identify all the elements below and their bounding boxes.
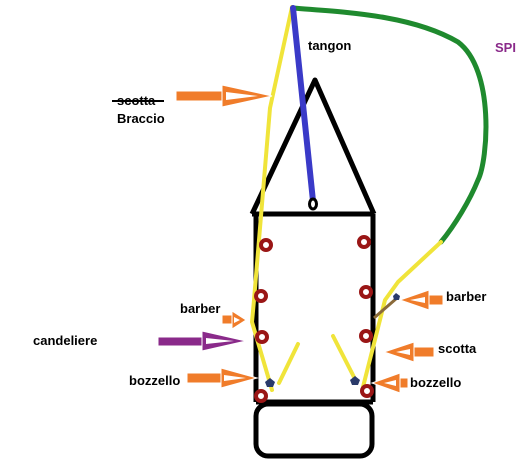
fitting-right-2: [359, 285, 373, 299]
arrow-bozzello-right: [370, 372, 409, 394]
label-bozzello-right: bozzello: [410, 375, 461, 390]
label-candeliere: candeliere: [33, 333, 97, 348]
label-spi: SPI: [495, 40, 516, 55]
arrows: [157, 84, 444, 394]
braccio-line: [250, 5, 294, 392]
fitting-right-1: [357, 235, 371, 249]
label-scotta-right: scotta: [438, 341, 477, 356]
block-right: [350, 376, 360, 385]
label-bozzello-left: bozzello: [129, 373, 180, 388]
scotta-line-right: [361, 240, 443, 389]
block-left: [265, 378, 275, 387]
label-braccio: Braccio: [117, 111, 165, 126]
arrow-barber-left: [221, 310, 247, 330]
boat-hull: [249, 77, 377, 459]
arrow-bozzello-left: [186, 367, 259, 389]
sheet-lead-left: [277, 342, 300, 385]
hull-bow: [249, 77, 377, 216]
spi-line: [290, 5, 489, 245]
label-tangon: tangon: [308, 38, 351, 53]
tangon-pole: [290, 5, 316, 204]
fitting-left-3: [255, 330, 269, 344]
arrow-candeliere: [157, 330, 247, 352]
sheet-lead-right: [331, 334, 358, 383]
barber-strop-right: [373, 296, 398, 320]
arrow-braccio: [175, 84, 273, 108]
fitting-left-1: [259, 238, 273, 252]
deck-fittings: [254, 235, 374, 403]
label-barber-right: barber: [446, 289, 486, 304]
fitting-left-4: [254, 389, 268, 403]
fitting-right-4: [360, 384, 374, 398]
fitting-left-2: [254, 289, 268, 303]
pole-mast-fitting: [308, 197, 318, 211]
arrow-barber-right: [398, 289, 444, 311]
block-barber-right: [393, 293, 400, 300]
blocks: [265, 293, 400, 387]
cockpit-outline: [253, 401, 375, 459]
arrow-scotta-right: [382, 341, 435, 363]
sheets: [250, 5, 443, 392]
fitting-right-3: [359, 329, 373, 343]
label-barber-left: barber: [180, 301, 220, 316]
